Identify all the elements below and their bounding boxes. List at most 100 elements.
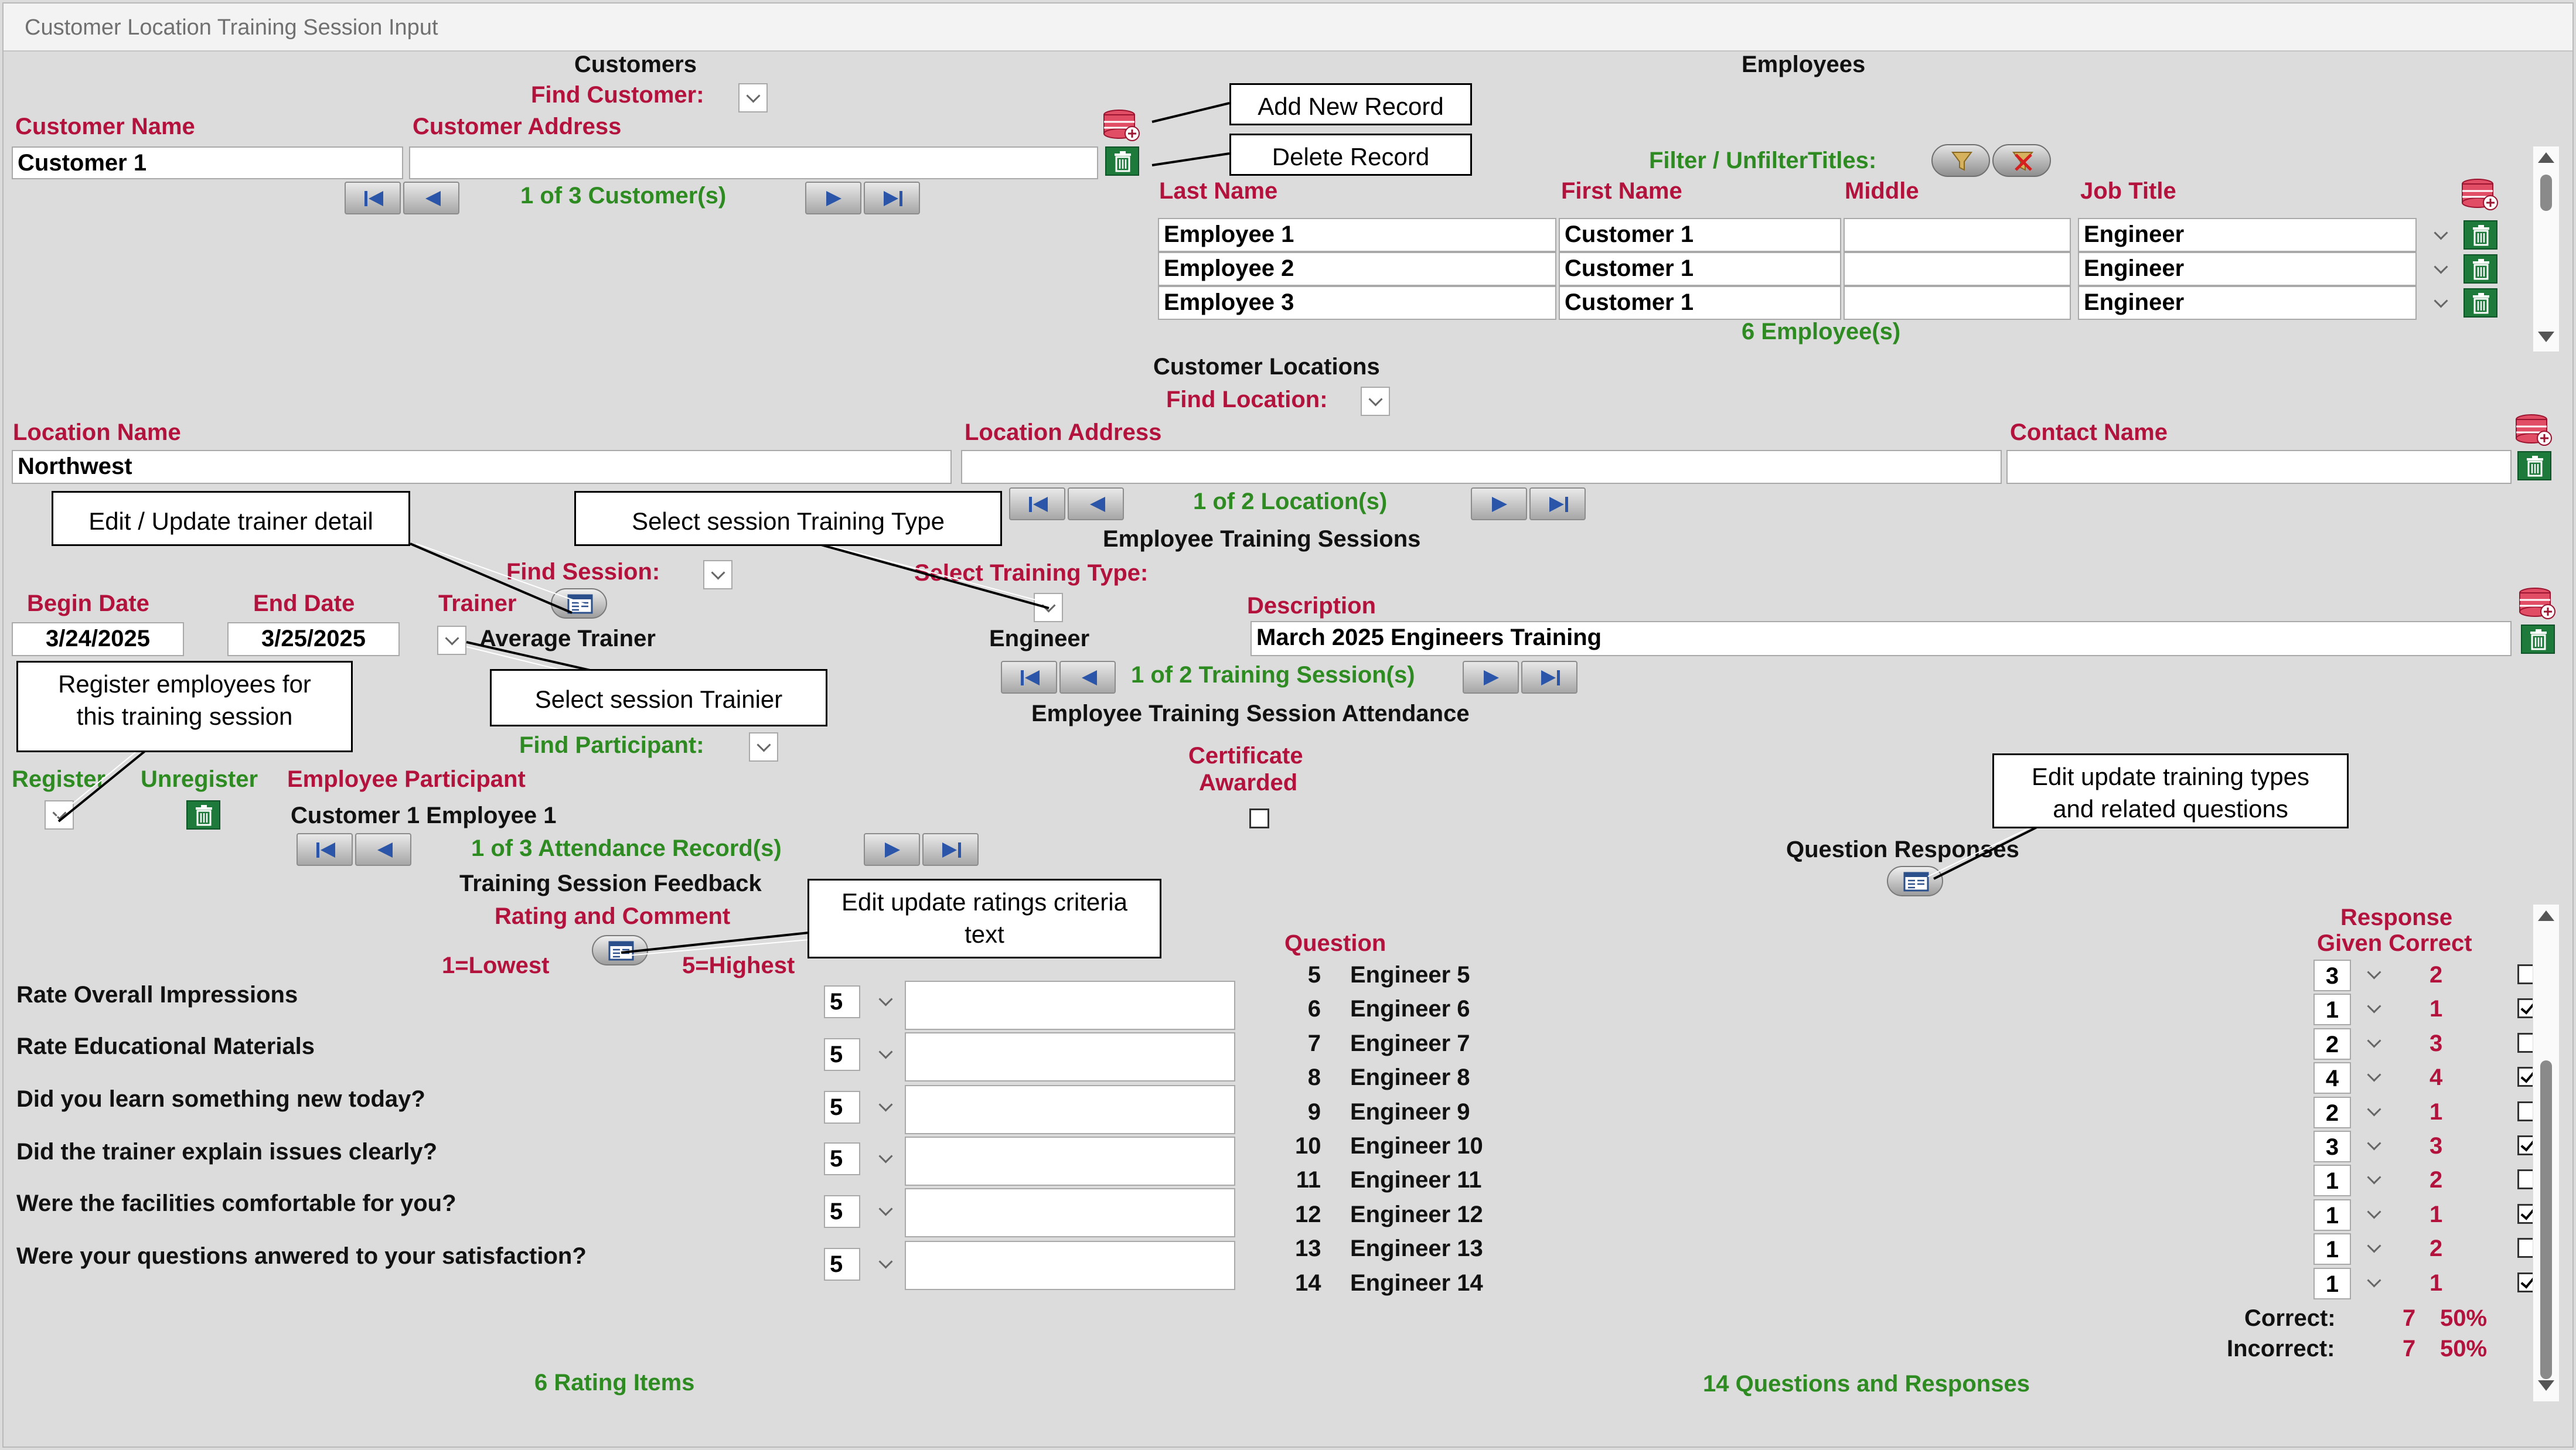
employee-last-name[interactable]: Employee 3 (1158, 286, 1556, 320)
job-title-dropdown[interactable] (2427, 255, 2456, 285)
response-given-dropdown[interactable] (2360, 961, 2390, 990)
response-given-value[interactable]: 1 (2313, 1268, 2351, 1299)
rating-value[interactable]: 5 (824, 1248, 860, 1281)
response-given-dropdown[interactable] (2360, 995, 2390, 1024)
employee-first-name[interactable]: Customer 1 (1559, 218, 1841, 252)
job-title-dropdown[interactable] (2427, 221, 2456, 251)
register-dropdown[interactable] (45, 800, 74, 830)
employee-first-name[interactable]: Customer 1 (1559, 252, 1841, 286)
select-trainer-dropdown[interactable] (437, 626, 466, 655)
employee-middle-name[interactable] (1844, 218, 2071, 252)
scroll-up-icon[interactable] (2538, 910, 2554, 921)
customer-name-field[interactable]: Customer 1 (12, 146, 403, 179)
employees-scrollbar[interactable] (2533, 146, 2559, 352)
description-field[interactable]: March 2025 Engineers Training (1250, 621, 2512, 656)
rating-value[interactable]: 5 (824, 1142, 860, 1175)
response-given-value[interactable]: 1 (2313, 1165, 2351, 1196)
response-given-value[interactable]: 2 (2313, 1028, 2351, 1060)
employee-job-title[interactable]: Engineer (2078, 218, 2417, 252)
employee-delete-icon[interactable] (2463, 220, 2497, 250)
response-given-dropdown[interactable] (2360, 1269, 2390, 1298)
employee-middle-name[interactable] (1844, 252, 2071, 286)
response-given-dropdown[interactable] (2360, 1029, 2390, 1059)
customer-prev-button[interactable] (403, 182, 459, 214)
session-first-button[interactable] (1001, 661, 1057, 694)
rating-dropdown[interactable] (872, 1040, 901, 1070)
customer-delete-icon[interactable] (1105, 146, 1139, 176)
rating-dropdown[interactable] (872, 1145, 901, 1174)
session-delete-icon[interactable] (2521, 625, 2555, 654)
employee-middle-name[interactable] (1844, 286, 2071, 320)
scroll-thumb[interactable] (2540, 175, 2552, 211)
rating-comment-field[interactable] (905, 1241, 1235, 1290)
attendance-next-button[interactable] (864, 833, 920, 866)
rating-comment-field[interactable] (905, 1085, 1235, 1134)
find-participant-dropdown[interactable] (749, 732, 778, 762)
location-next-button[interactable] (1471, 487, 1527, 520)
response-given-dropdown[interactable] (2360, 1166, 2390, 1195)
rating-dropdown[interactable] (872, 1093, 901, 1123)
rating-comment-field[interactable] (905, 1137, 1235, 1186)
employee-add-record-icon[interactable] (2461, 178, 2499, 211)
customer-address-field[interactable] (409, 146, 1098, 179)
response-given-dropdown[interactable] (2360, 1132, 2390, 1161)
session-last-button[interactable] (1521, 661, 1577, 694)
rating-dropdown[interactable] (872, 988, 901, 1017)
response-given-dropdown[interactable] (2360, 1200, 2390, 1230)
rating-value[interactable]: 5 (824, 1091, 860, 1124)
employee-delete-icon[interactable] (2463, 254, 2497, 284)
edit-ratings-button[interactable] (592, 935, 648, 965)
rating-comment-field[interactable] (905, 981, 1235, 1030)
location-name-field[interactable]: Northwest (12, 450, 952, 484)
scroll-down-icon[interactable] (2538, 332, 2554, 342)
rating-value[interactable]: 5 (824, 985, 860, 1018)
session-next-button[interactable] (1463, 661, 1519, 694)
rating-comment-field[interactable] (905, 1188, 1235, 1237)
response-given-dropdown[interactable] (2360, 1234, 2390, 1264)
location-delete-icon[interactable] (2517, 451, 2551, 480)
end-date-field[interactable]: 3/25/2025 (227, 622, 400, 656)
employee-last-name[interactable]: Employee 2 (1158, 252, 1556, 286)
employee-job-title[interactable]: Engineer (2078, 252, 2417, 286)
location-address-field[interactable] (961, 450, 2002, 484)
customer-next-button[interactable] (805, 182, 861, 214)
find-session-dropdown[interactable] (703, 560, 732, 589)
response-given-value[interactable]: 3 (2313, 1131, 2351, 1162)
attendance-prev-button[interactable] (355, 833, 411, 866)
scroll-up-icon[interactable] (2538, 152, 2554, 163)
rating-dropdown[interactable] (872, 1250, 901, 1280)
response-given-value[interactable]: 4 (2313, 1062, 2351, 1094)
location-first-button[interactable] (1009, 487, 1065, 520)
rating-dropdown[interactable] (872, 1197, 901, 1227)
job-title-dropdown[interactable] (2427, 289, 2456, 319)
questions-scrollbar[interactable] (2533, 905, 2559, 1401)
location-prev-button[interactable] (1068, 487, 1124, 520)
response-given-value[interactable]: 3 (2313, 960, 2351, 991)
response-given-dropdown[interactable] (2360, 1063, 2390, 1093)
contact-name-field[interactable] (2006, 450, 2512, 484)
unregister-icon[interactable] (186, 800, 220, 830)
find-customer-dropdown[interactable] (738, 83, 768, 112)
session-prev-button[interactable] (1059, 661, 1116, 694)
employee-job-title[interactable]: Engineer (2078, 286, 2417, 320)
attendance-first-button[interactable] (297, 833, 353, 866)
response-given-value[interactable]: 1 (2313, 1199, 2351, 1231)
unfilter-titles-button[interactable] (1992, 144, 2051, 177)
filter-titles-button[interactable] (1931, 144, 1990, 177)
select-training-type-dropdown[interactable] (1034, 593, 1063, 622)
response-given-value[interactable]: 1 (2313, 994, 2351, 1025)
employee-first-name[interactable]: Customer 1 (1559, 286, 1841, 320)
scroll-down-icon[interactable] (2538, 1380, 2554, 1391)
customer-first-button[interactable] (345, 182, 401, 214)
response-given-dropdown[interactable] (2360, 1098, 2390, 1127)
edit-training-types-button[interactable] (1887, 866, 1943, 896)
employee-delete-icon[interactable] (2463, 288, 2497, 318)
location-last-button[interactable] (1529, 487, 1586, 520)
session-add-record-icon[interactable] (2519, 587, 2556, 620)
customer-add-record-icon[interactable] (1103, 109, 1140, 142)
attendance-last-button[interactable] (922, 833, 979, 866)
scroll-thumb[interactable] (2540, 1060, 2552, 1379)
employee-last-name[interactable]: Employee 1 (1158, 218, 1556, 252)
edit-trainer-button[interactable] (551, 588, 607, 619)
response-given-value[interactable]: 2 (2313, 1097, 2351, 1128)
